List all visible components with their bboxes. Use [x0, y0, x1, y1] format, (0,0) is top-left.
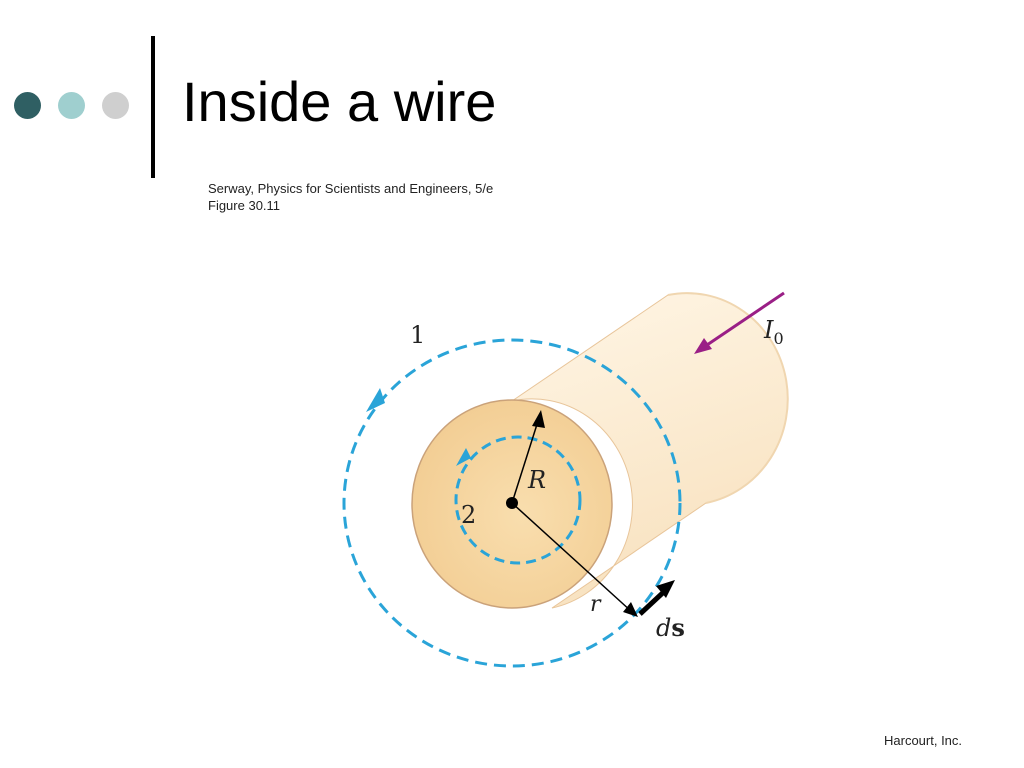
radius-vector-r-arrowhead — [623, 602, 638, 617]
label-ds-s: s — [671, 613, 685, 642]
label-current-subscript: 0 — [773, 329, 783, 348]
label-ds: ds — [656, 613, 685, 642]
caption-figure-number: Figure 30.11 — [208, 198, 281, 213]
current-arrow — [703, 291, 785, 349]
ds-vector-arrowhead — [656, 580, 675, 598]
amperian-loop-2 — [454, 435, 582, 565]
label-current-I: I — [763, 316, 774, 344]
wire-back-edge — [667, 292, 789, 504]
amperian-loop-1 — [342, 338, 682, 668]
label-radius-R: R — [527, 466, 546, 494]
label-loop-2: 2 — [461, 501, 476, 529]
title-divider — [151, 36, 155, 178]
slide-title: Inside a wire — [182, 70, 497, 133]
radius-vector-r — [511, 502, 633, 613]
loop-1-direction-arrow — [366, 388, 385, 412]
slide-bullet-dots — [14, 92, 134, 122]
bullet-dot-gray — [102, 92, 129, 119]
caption-source: Serway, Physics for Scientists and Engin… — [208, 181, 494, 196]
bullet-dot-teal — [58, 92, 85, 119]
label-ds-d: d — [656, 614, 671, 642]
label-r: r — [590, 592, 602, 617]
figure-caption: Serway, Physics for Scientists and Engin… — [208, 180, 493, 214]
radius-vector-R — [511, 417, 540, 504]
publisher-credit: Harcourt, Inc. — [884, 733, 963, 748]
current-arrow-head — [694, 338, 712, 354]
loop-2-direction-arrow — [456, 448, 471, 466]
label-loop-1: 1 — [410, 321, 425, 349]
radius-vector-arrowhead — [532, 410, 545, 428]
bullet-dot-dark — [14, 92, 41, 119]
wire-center-point — [506, 497, 518, 509]
label-current: I0 — [763, 316, 784, 348]
